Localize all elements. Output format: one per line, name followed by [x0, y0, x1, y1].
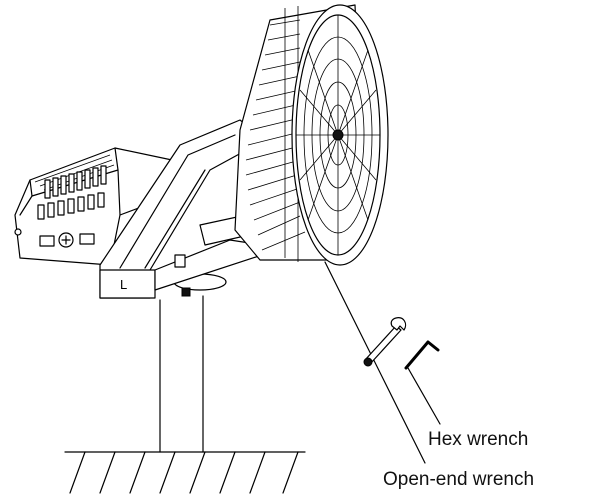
leader-line-hex [407, 367, 441, 425]
led-floodlight-icon [234, 4, 389, 266]
driver-box-fins [44, 165, 107, 199]
pole-icon [159, 273, 227, 453]
open-end-wrench-label: Open-end wrench [383, 469, 535, 490]
hex-wrench-label: Hex wrench [428, 429, 529, 450]
hex-wrench-icon [404, 340, 440, 370]
open-end-wrench-icon [363, 317, 407, 367]
leader-line-open-end [324, 261, 426, 464]
bracket-mark-label: L [120, 277, 128, 292]
driver-box-icon [14, 147, 173, 266]
ground-hatch [64, 451, 306, 494]
